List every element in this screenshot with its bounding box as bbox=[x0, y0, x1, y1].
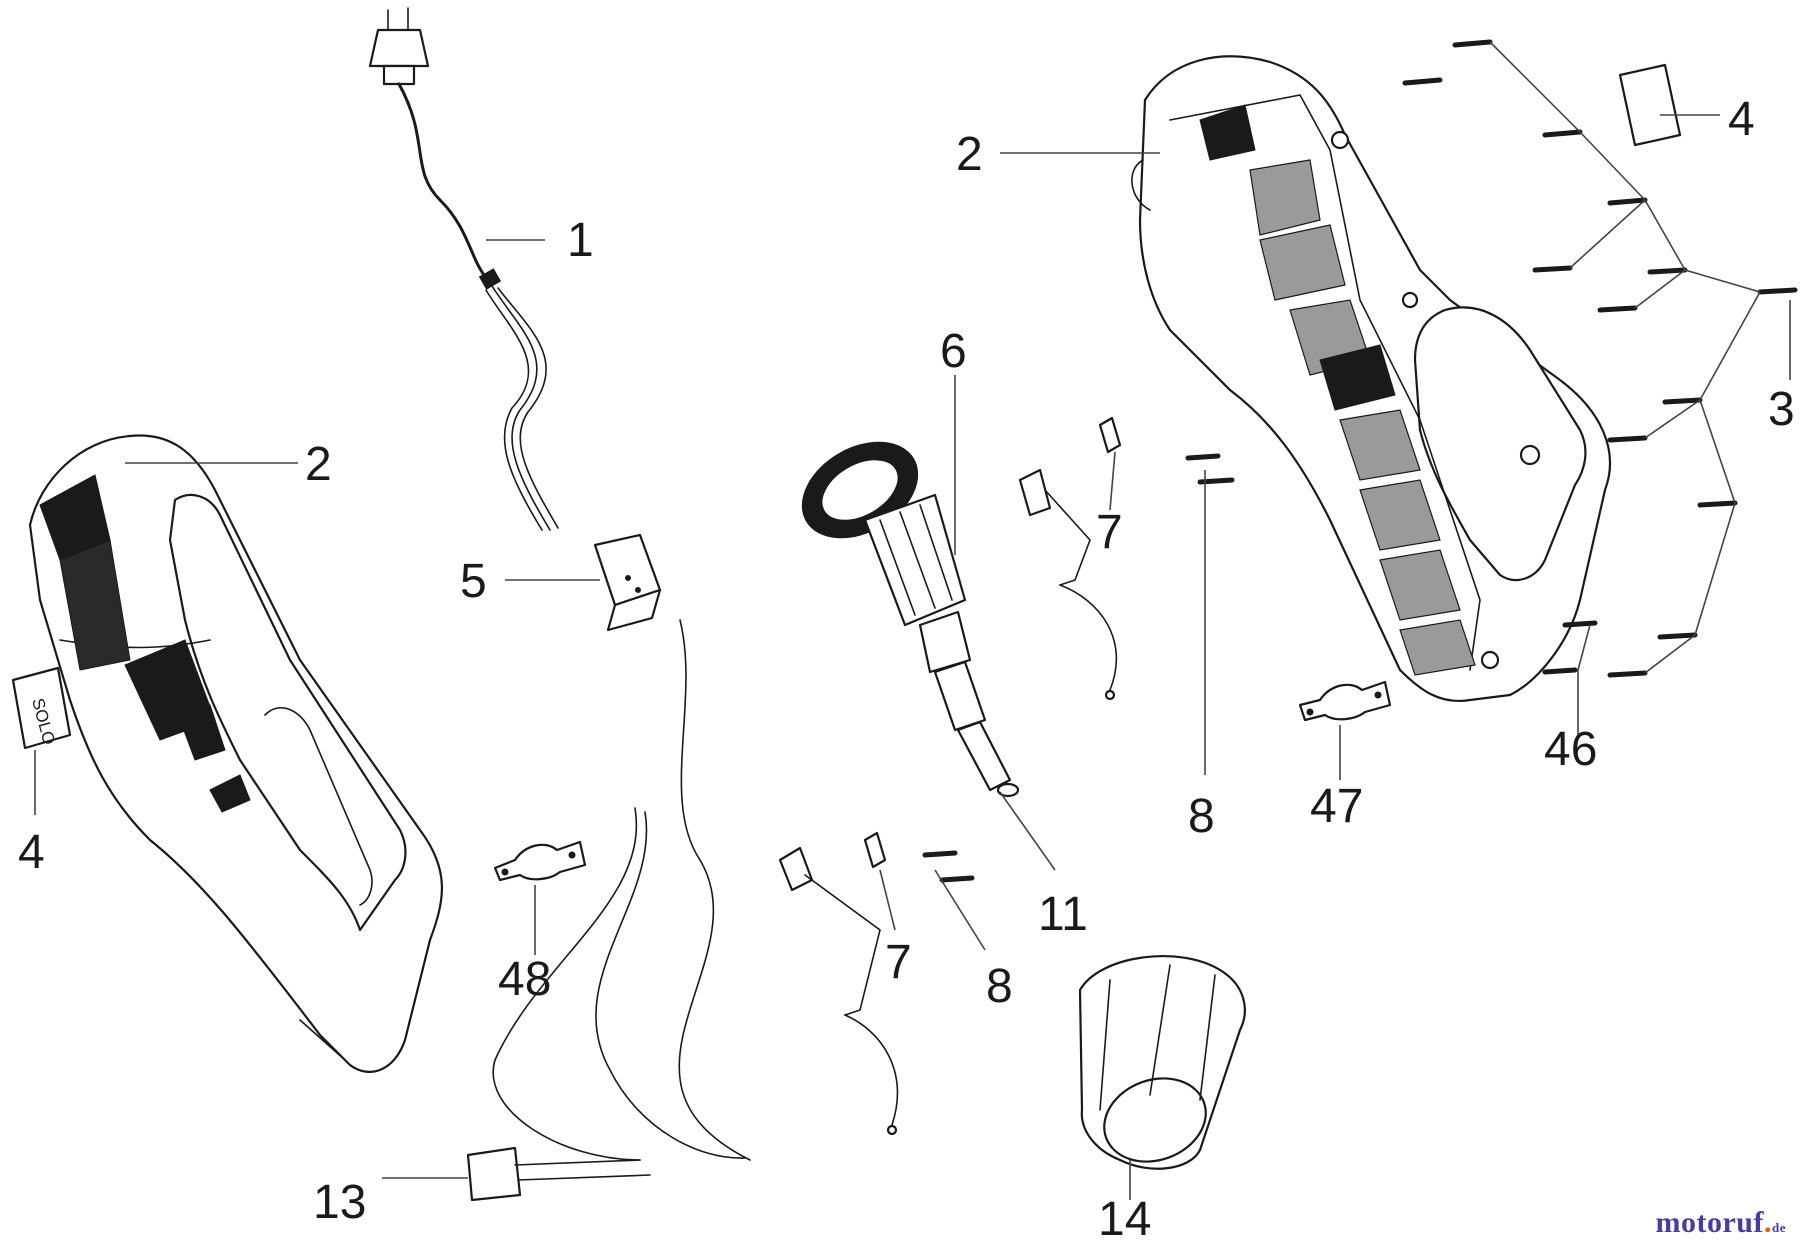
callout-2-left: 2 bbox=[305, 438, 332, 491]
part-2-left-housing bbox=[28, 434, 443, 1073]
part-7-brush-bottom bbox=[778, 831, 899, 1136]
callout-47: 47 bbox=[1310, 780, 1363, 833]
callout-7-bottom: 7 bbox=[885, 936, 912, 989]
part-4-badge-left: SOLO bbox=[11, 666, 72, 815]
callout-labels: 1 2 2 3 4 4 5 6 7 7 8 8 11 13 14 46 47 4… bbox=[18, 93, 1795, 1246]
callout-48: 48 bbox=[498, 953, 551, 1006]
callout-11: 11 bbox=[1038, 888, 1088, 941]
callout-6: 6 bbox=[940, 325, 967, 378]
part-2-right-housing bbox=[1131, 55, 1612, 703]
part-6-armature bbox=[801, 375, 1056, 871]
part-8-screws-right bbox=[1185, 453, 1235, 775]
part-1-power-cord bbox=[368, 7, 559, 531]
watermark-tld: de bbox=[1772, 1220, 1786, 1235]
callout-3: 3 bbox=[1768, 383, 1795, 436]
callout-14: 14 bbox=[1098, 1193, 1151, 1246]
callout-7-top: 7 bbox=[1096, 506, 1123, 559]
watermark-logo: motoruf.de bbox=[1656, 1206, 1786, 1240]
part-7-brush-top bbox=[1018, 416, 1122, 701]
callout-8-right: 8 bbox=[1188, 790, 1215, 843]
part-14-spacer-ring bbox=[1078, 955, 1246, 1200]
callout-2-right: 2 bbox=[956, 128, 983, 181]
watermark-dot: . bbox=[1764, 1206, 1772, 1239]
part-5-switch bbox=[505, 533, 751, 1161]
leader-lines bbox=[125, 152, 1160, 464]
part-48-clamp bbox=[493, 840, 587, 955]
part-13-connector bbox=[382, 807, 746, 1202]
part-8-screws-bottom bbox=[922, 850, 986, 951]
callout-4-right: 4 bbox=[1728, 93, 1755, 146]
part-46-screws bbox=[1542, 620, 1598, 735]
callout-8-bottom: 8 bbox=[986, 960, 1013, 1013]
callout-13: 13 bbox=[313, 1176, 366, 1229]
part-47-clamp bbox=[1298, 680, 1392, 780]
callout-4-left: 4 bbox=[18, 826, 45, 879]
callout-46: 46 bbox=[1544, 723, 1597, 776]
watermark-main: motoruf bbox=[1655, 1206, 1764, 1239]
part-4-badge-right bbox=[1618, 63, 1720, 147]
part-3-screw-set bbox=[1402, 39, 1798, 678]
callout-5: 5 bbox=[460, 555, 487, 608]
callout-1: 1 bbox=[567, 214, 594, 267]
